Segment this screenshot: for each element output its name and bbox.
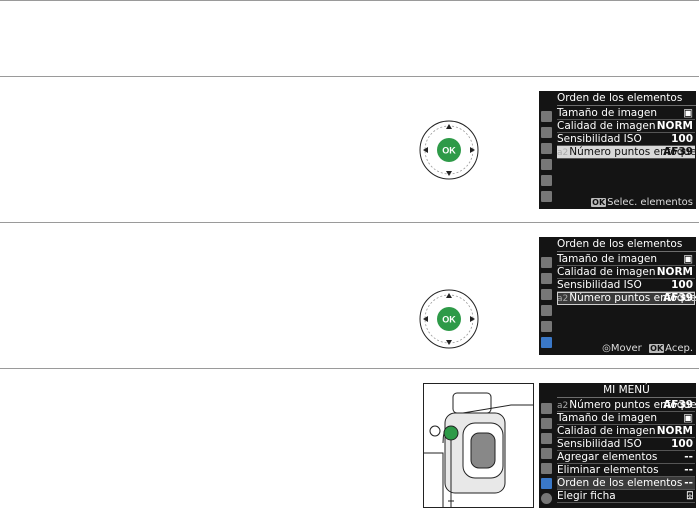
retouch-tab-icon: [541, 463, 552, 474]
wrench-tab-icon: [541, 448, 552, 459]
pencil-tab-icon: [541, 143, 552, 154]
camera-back-illustration: [423, 383, 534, 508]
menu-row[interactable]: Elegir ficha⌹: [557, 490, 695, 503]
multi-selector-icon: OK: [419, 289, 479, 349]
menu-row-selected[interactable]: Orden de los elementos--: [557, 477, 695, 490]
mymenu-tab-icon: [541, 337, 552, 348]
camera-tab-icon: [541, 127, 552, 138]
menu-title: Orden de los elementos: [557, 92, 696, 106]
help-icon: [541, 493, 552, 504]
playback-tab-icon: [541, 403, 552, 414]
ok-label: OK: [442, 315, 456, 325]
pencil-tab-icon: [541, 433, 552, 444]
section-divider: [0, 368, 699, 369]
wrench-tab-icon: [541, 305, 552, 316]
ok-label: OK: [442, 146, 456, 156]
section-divider: [0, 76, 699, 77]
section-divider: [0, 0, 699, 1]
playback-tab-icon: [541, 257, 552, 268]
menu-row[interactable]: Tamaño de imagen▣: [557, 412, 695, 425]
camera-tab-icon: [541, 273, 552, 284]
multi-selector-small-icon: ◎: [602, 343, 611, 354]
menu-row[interactable]: Eliminar elementos--: [557, 464, 695, 477]
menu-screen-step4: Orden de los elementos Tamaño de imagen▣…: [539, 237, 696, 355]
mymenu-tab-icon: [541, 478, 552, 489]
menu-screen-step3: Orden de los elementos Tamaño de imagen▣…: [539, 91, 696, 209]
menu-tabs: [539, 399, 553, 508]
retouch-tab-icon: [541, 175, 552, 186]
retouch-tab-icon: [541, 321, 552, 332]
menu-row[interactable]: Tamaño de imagen▣: [557, 107, 695, 120]
pencil-tab-icon: [541, 289, 552, 300]
menu-title: Orden de los elementos: [557, 238, 696, 252]
menu-row[interactable]: Tamaño de imagen▣: [557, 253, 695, 266]
playback-tab-icon: [541, 111, 552, 122]
menu-tabs: [539, 107, 553, 207]
wrench-tab-icon: [541, 159, 552, 170]
camera-tab-icon: [541, 418, 552, 429]
menu-row[interactable]: Agregar elementos--: [557, 451, 695, 464]
menu-tabs: [539, 253, 553, 353]
menu-title: MI MENÚ: [557, 384, 696, 398]
section-divider: [0, 222, 699, 223]
multi-selector-icon: OK: [419, 120, 479, 180]
mymenu-tab-icon: [541, 191, 552, 202]
